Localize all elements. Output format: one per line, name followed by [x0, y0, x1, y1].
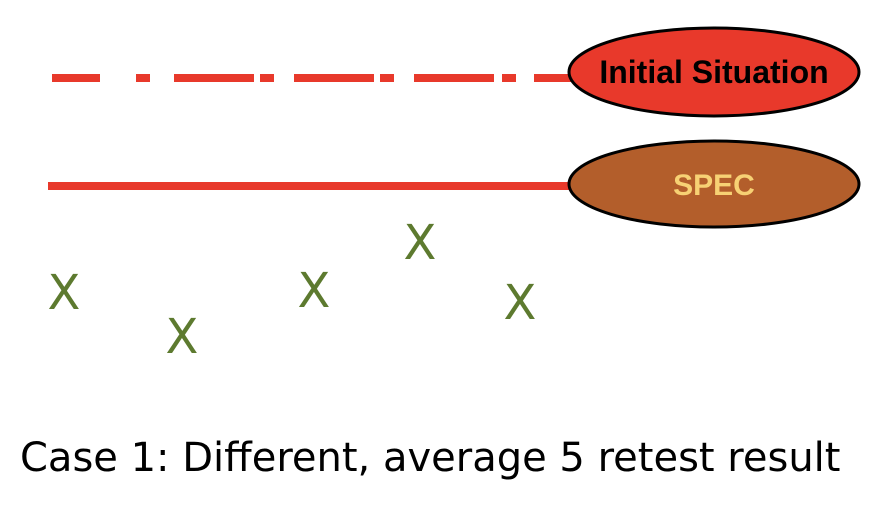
dash-segment — [414, 74, 494, 82]
initial-situation-line — [52, 74, 576, 82]
spec-line — [48, 182, 578, 190]
dot-segment — [260, 74, 274, 82]
dot-segment — [380, 74, 394, 82]
retest-results: X X X X X — [48, 215, 537, 365]
diagram-caption: Case 1: Different, average 5 retest resu… — [20, 435, 840, 481]
initial-situation-label: Initial Situation — [599, 54, 828, 90]
dot-segment — [136, 74, 150, 82]
retest-result-marker: X — [504, 275, 537, 331]
dot-segment — [502, 74, 516, 82]
spec-badge: SPEC — [567, 139, 861, 229]
dash-segment — [294, 74, 374, 82]
retest-result-marker: X — [298, 263, 331, 319]
dash-segment — [52, 74, 100, 82]
retest-result-marker: X — [404, 215, 437, 271]
spec-label: SPEC — [673, 169, 755, 202]
retest-result-marker: X — [166, 309, 199, 365]
initial-situation-badge: Initial Situation — [567, 26, 861, 118]
dash-segment — [174, 74, 254, 82]
spec-ellipse — [567, 139, 861, 229]
retest-result-marker: X — [48, 265, 81, 321]
initial-situation-ellipse — [567, 26, 861, 118]
dash-segment — [534, 74, 576, 82]
